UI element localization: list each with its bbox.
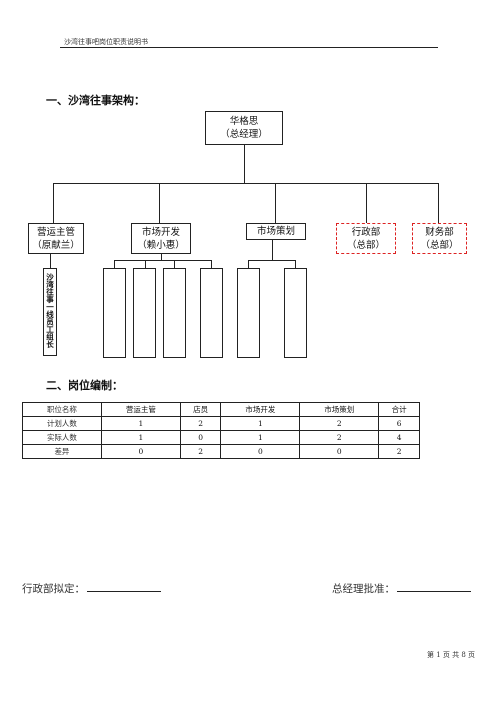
signature-approved-by: 总经理批准： xyxy=(332,581,471,596)
connector-line xyxy=(295,260,296,268)
org-node-administration: 行政部 （总部） xyxy=(336,223,396,254)
connector-line xyxy=(114,260,115,268)
signature-line xyxy=(87,581,161,592)
table-cell: 1 xyxy=(100,430,181,445)
org-sub-node-empty xyxy=(200,268,223,358)
table-cell: 1 xyxy=(100,416,181,431)
connector-line xyxy=(211,260,212,268)
org-node-operations-supervisor: 营运主管 （原献兰） xyxy=(28,223,84,254)
table-cell: 实际人数 xyxy=(22,430,102,445)
org-node-name: 市场开发 xyxy=(141,227,180,238)
org-node-name: 营运主管 xyxy=(36,227,75,238)
connector-line xyxy=(114,260,212,261)
org-sub-node-empty xyxy=(237,268,260,358)
signature-line xyxy=(397,581,471,592)
org-sub-node-empty xyxy=(103,268,126,358)
table-row: 实际人数 1 0 1 2 4 xyxy=(22,430,420,445)
section-title-staffing: 二、岗位编制： xyxy=(46,379,123,392)
connector-line xyxy=(159,183,160,223)
table-cell: 4 xyxy=(378,430,420,445)
org-node-role: （总经理） xyxy=(220,129,268,140)
org-node-name: 行政部 xyxy=(351,227,381,238)
org-node-role: （总部） xyxy=(420,240,459,251)
signature-label: 总经理批准： xyxy=(332,583,395,595)
table-cell: 2 xyxy=(179,444,222,459)
connector-line xyxy=(275,183,276,223)
connector-line xyxy=(53,183,438,184)
page-footer: 第 1 页 共 8 页 xyxy=(427,651,476,659)
staffing-table: 职位名称 营运主管 店员 市场开发 市场策划 合计 计划人数 1 2 1 2 6… xyxy=(22,402,420,459)
table-cell: 1 xyxy=(220,430,301,445)
signature-label: 行政部拟定： xyxy=(22,583,85,595)
table-cell: 0 xyxy=(100,444,181,459)
table-header-cell: 市场开发 xyxy=(220,402,301,417)
connector-line xyxy=(161,254,162,260)
org-node-finance: 财务部 （总部） xyxy=(412,223,467,254)
table-cell: 6 xyxy=(378,416,420,431)
connector-line xyxy=(272,240,273,260)
table-header-cell: 营运主管 xyxy=(100,402,181,417)
table-cell: 0 xyxy=(220,444,301,459)
org-node-role: （原献兰） xyxy=(32,240,80,251)
org-node-name: 市场策划 xyxy=(256,226,295,237)
table-cell: 2 xyxy=(299,416,380,431)
table-cell: 2 xyxy=(179,416,222,431)
signature-drafted-by: 行政部拟定： xyxy=(22,581,161,596)
connector-line xyxy=(50,254,51,268)
document-header: 沙湾往事吧岗位职责说明书 xyxy=(64,38,148,46)
org-node-general-manager: 华格思 （总经理） xyxy=(205,111,283,145)
org-node-market-planning: 市场策划 xyxy=(246,223,306,240)
table-header-row: 职位名称 营运主管 店员 市场开发 市场策划 合计 xyxy=(22,402,420,417)
section-title-structure: 一、沙湾往事架构： xyxy=(46,94,145,107)
connector-line xyxy=(174,260,175,268)
header-rule xyxy=(60,47,438,48)
connector-line xyxy=(438,183,439,223)
table-header-cell: 合计 xyxy=(378,402,420,417)
org-sub-node-staff: 沙湾往事一线员工组长 xyxy=(43,268,57,356)
org-sub-node-empty xyxy=(284,268,307,358)
table-cell: 计划人数 xyxy=(22,416,102,431)
connector-line xyxy=(366,183,367,223)
connector-line xyxy=(248,260,296,261)
table-row: 差异 0 2 0 0 2 xyxy=(22,444,420,459)
table-cell: 1 xyxy=(220,416,301,431)
connector-line xyxy=(244,145,245,183)
org-sub-node-empty xyxy=(133,268,156,358)
table-row: 计划人数 1 2 1 2 6 xyxy=(22,416,420,431)
org-node-role: （总部） xyxy=(346,240,385,251)
table-header-cell: 市场策划 xyxy=(299,402,380,417)
table-header-cell: 店员 xyxy=(179,402,222,417)
org-node-market-development: 市场开发 （赖小惠） xyxy=(131,223,191,254)
connector-line xyxy=(248,260,249,268)
table-cell: 0 xyxy=(179,430,222,445)
table-header-cell: 职位名称 xyxy=(22,402,102,417)
table-cell: 0 xyxy=(299,444,380,459)
connector-line xyxy=(145,260,146,268)
table-cell: 差异 xyxy=(22,444,102,459)
table-cell: 2 xyxy=(299,430,380,445)
connector-line xyxy=(53,183,54,223)
org-node-role: （赖小惠） xyxy=(137,240,185,251)
org-sub-node-empty xyxy=(163,268,186,358)
table-cell: 2 xyxy=(378,444,420,459)
org-node-name: 财务部 xyxy=(425,227,454,238)
org-node-name: 华格思 xyxy=(229,116,259,127)
